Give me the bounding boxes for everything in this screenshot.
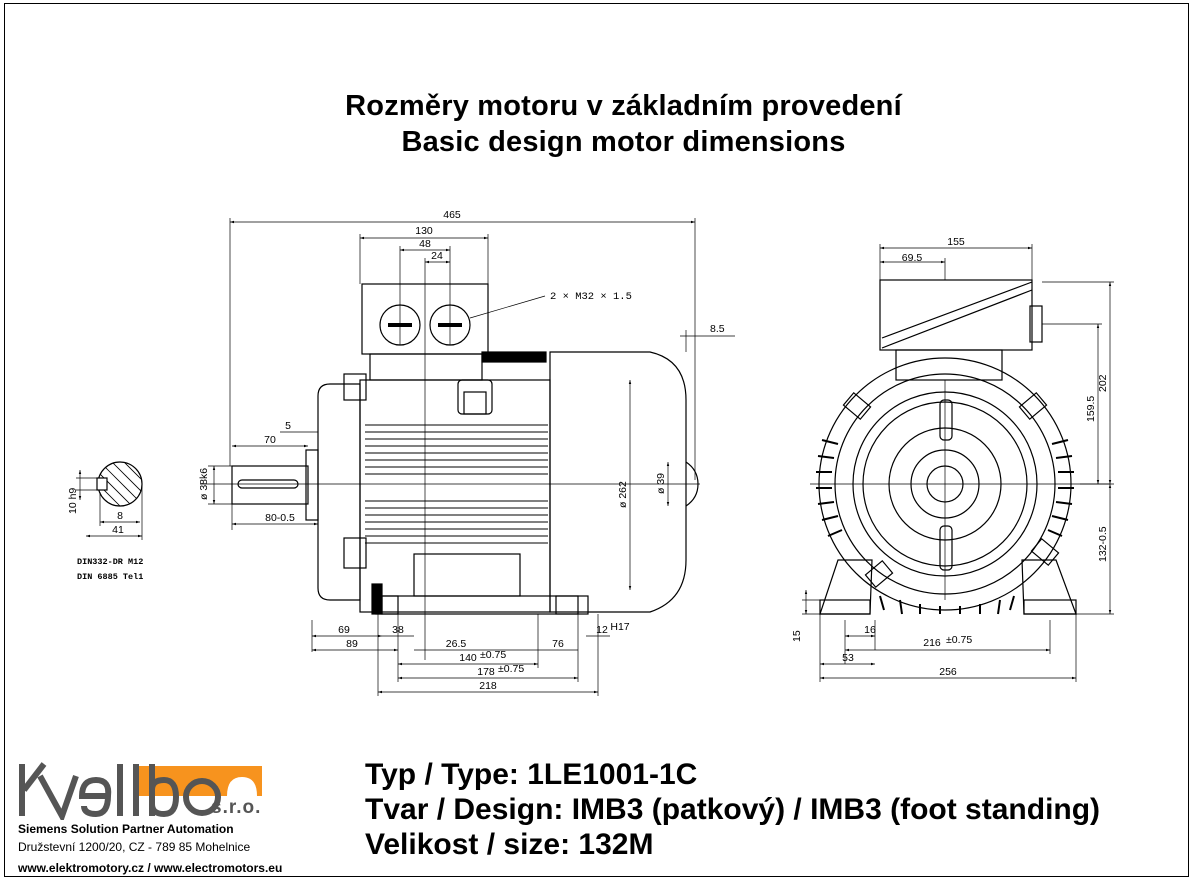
logo-letters <box>19 762 221 820</box>
company-web[interactable]: www.elektromotory.cz / www.electromotors… <box>18 861 283 875</box>
motor-feet <box>381 595 589 615</box>
dim-218: 218 <box>479 680 497 692</box>
standard-din332: DIN332-DR M12 <box>77 557 144 567</box>
end-shield-circle <box>852 391 1038 577</box>
dim-8: 8 <box>117 510 123 522</box>
dim-24: 24 <box>431 250 443 262</box>
dim-70: 70 <box>264 434 276 446</box>
kvello-logo <box>19 762 262 820</box>
dim-10h9: 10 h9 <box>67 488 79 514</box>
dim-256: 256 <box>939 666 957 678</box>
standard-din6885: DIN 6885 Tel1 <box>77 572 144 582</box>
dim-26-5: 26.5 <box>446 638 467 650</box>
spec-type: Typ / Type: 1LE1001-1C <box>365 758 698 791</box>
dim-glands: 2 × M32 × 1.5 <box>550 291 632 303</box>
dim-53: 53 <box>842 652 854 664</box>
stator-body <box>359 379 551 613</box>
dim-39: ø 39 <box>655 473 667 494</box>
dim-132: 132-0.5 <box>1097 526 1109 562</box>
dim-89: 89 <box>346 638 358 650</box>
dim-80: 80-0.5 <box>265 512 295 524</box>
shaft <box>231 465 309 505</box>
foot-left <box>819 559 873 615</box>
company-address: Družstevní 1200/20, CZ - 789 85 Mohelnic… <box>18 840 251 854</box>
dim-41: 41 <box>112 524 124 536</box>
dim-16: 16 <box>864 624 876 636</box>
dim-69-5: 69.5 <box>902 252 923 264</box>
side-dimension-labels: 465 130 48 24 2 × M32 × 1.5 8.5 70 5 ø 3… <box>198 209 725 692</box>
fan-cover-cap <box>685 461 699 507</box>
dim-140-tol: ±0.75 <box>480 649 506 661</box>
drawing-frame <box>4 3 1189 877</box>
dim-5: 5 <box>285 420 291 432</box>
dim-shaft-dia: ø 38k6 <box>198 468 210 500</box>
dim-202: 202 <box>1097 374 1109 392</box>
dim-465: 465 <box>443 209 461 221</box>
title-czech: Rozměry motoru v základním provedení <box>345 90 902 122</box>
dim-216-tol: ±0.75 <box>946 634 972 646</box>
dim-140: 140 <box>459 652 477 664</box>
spec-design: Tvar / Design: IMB3 (patkový) / IMB3 (fo… <box>365 793 1101 826</box>
dim-8-5: 8.5 <box>710 323 725 335</box>
dim-48: 48 <box>419 238 431 250</box>
end-view <box>810 279 1110 615</box>
end-view-outer-circle <box>818 357 1072 611</box>
dim-38: 38 <box>392 624 404 636</box>
dim-178: 178 <box>477 666 495 678</box>
dim-12: 12 <box>596 624 608 636</box>
dim-262: ø 262 <box>617 481 629 508</box>
dim-15: 15 <box>791 630 803 642</box>
spec-size: Velikost / size: 132M <box>365 828 654 861</box>
company-tagline: Siemens Solution Partner Automation <box>18 822 234 836</box>
title-english: Basic design motor dimensions <box>401 126 846 158</box>
dim-130: 130 <box>415 225 433 237</box>
fan-cover <box>549 351 687 613</box>
shaft-key <box>237 479 299 489</box>
dim-69: 69 <box>338 624 350 636</box>
shaft-bore <box>910 449 980 519</box>
dim-h17: H17 <box>610 621 629 633</box>
end-view-fins <box>816 439 1074 615</box>
logo-suffix: s.r.o. <box>211 797 262 818</box>
dim-76: 76 <box>552 638 564 650</box>
end-dimension-labels: 155 69.5 202 159.5 132-0.5 15 16 216 ±0.… <box>791 236 1109 678</box>
dim-155: 155 <box>947 236 965 248</box>
dim-178-tol: ±0.75 <box>498 663 524 675</box>
foot-right <box>1021 559 1077 615</box>
dim-159-5: 159.5 <box>1085 396 1097 422</box>
dim-216: 216 <box>923 637 941 649</box>
